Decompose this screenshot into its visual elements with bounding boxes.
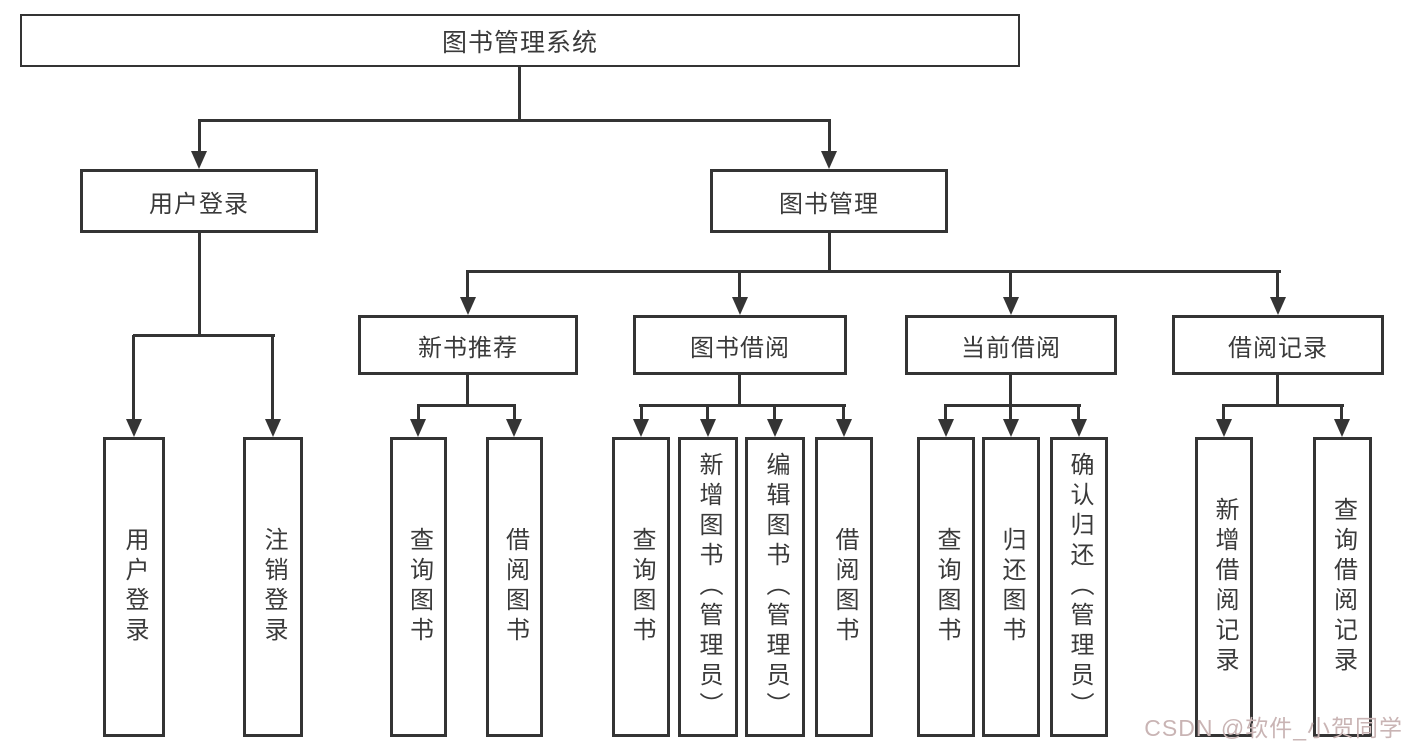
arrow-head [1003, 297, 1019, 315]
connector-line [1276, 374, 1279, 406]
connector-line [828, 120, 831, 152]
leaf-label: 编辑图书（管理员） [762, 452, 789, 722]
leaf-label: 归还图书 [998, 527, 1025, 647]
arrow-head [633, 419, 649, 437]
arrow-head [191, 151, 207, 169]
leaf-query-borrow-record: 查询借阅记录 [1313, 437, 1372, 737]
connector-line [1009, 374, 1012, 406]
connector-line [466, 270, 1281, 273]
leaf-label: 查询图书 [933, 527, 960, 647]
node-label: 借阅记录 [1228, 334, 1328, 362]
connector-line [706, 405, 709, 421]
connector-line [1222, 404, 1344, 407]
node-label: 用户登录 [149, 190, 249, 218]
connector-line [518, 67, 521, 121]
arrow-head [265, 419, 281, 437]
connector-line [1009, 405, 1012, 421]
arrow-head [1270, 297, 1286, 315]
leaf-label: 用户登录 [121, 527, 148, 647]
root-node-book-management-system: 图书管理系统 [20, 14, 1020, 67]
node-label: 图书借阅 [690, 334, 790, 362]
connector-line [1222, 405, 1225, 421]
connector-line [271, 335, 274, 421]
arrow-head [1216, 419, 1232, 437]
arrow-head [767, 419, 783, 437]
connector-line [417, 404, 516, 407]
connector-line [198, 231, 201, 336]
leaf-label: 注销登录 [260, 527, 287, 647]
connector-line [132, 335, 135, 421]
connector-line [1077, 405, 1080, 421]
connector-line [513, 405, 516, 421]
leaf-label: 查询图书 [405, 527, 433, 647]
arrow-head [938, 419, 954, 437]
leaf-logout: 注销登录 [243, 437, 303, 737]
connector-line [944, 404, 1081, 407]
leaf-add-book-admin: 新增图书（管理员） [678, 437, 738, 737]
csdn-watermark: CSDN @软件_小贺同学 [1144, 715, 1403, 741]
node-book-borrowing: 图书借阅 [633, 315, 847, 375]
arrow-head [410, 419, 426, 437]
node-label: 当前借阅 [961, 334, 1061, 362]
connector-line [198, 120, 201, 152]
node-borrowing-records: 借阅记录 [1172, 315, 1384, 375]
leaf-label: 借阅图书 [501, 527, 529, 647]
node-current-borrowing: 当前借阅 [905, 315, 1117, 375]
leaf-query-books: 查询图书 [390, 437, 447, 737]
connector-line [1340, 405, 1343, 421]
connector-line [466, 374, 469, 406]
leaf-query-books-2: 查询图书 [612, 437, 670, 737]
node-book-management: 图书管理 [710, 169, 948, 233]
leaf-edit-book-admin: 编辑图书（管理员） [745, 437, 805, 737]
connector-line [640, 405, 643, 421]
connector-line [198, 119, 831, 122]
connector-line [842, 405, 845, 421]
leaf-query-books-3: 查询图书 [917, 437, 975, 737]
arrow-head [126, 419, 142, 437]
node-label: 新书推荐 [418, 334, 518, 362]
node-new-book-recommend: 新书推荐 [358, 315, 578, 375]
root-node-label: 图书管理系统 [441, 28, 598, 57]
leaf-add-borrow-record: 新增借阅记录 [1195, 437, 1253, 737]
arrow-head [836, 419, 852, 437]
leaf-return-book: 归还图书 [982, 437, 1040, 737]
leaf-user-login: 用户登录 [103, 437, 165, 737]
connector-line [1276, 272, 1279, 298]
connector-line [466, 272, 469, 298]
leaf-label: 确认归还（管理员） [1066, 452, 1093, 722]
leaf-label: 新增图书（管理员） [695, 452, 722, 722]
node-label: 图书管理 [779, 190, 879, 218]
connector-line [773, 405, 776, 421]
leaf-label: 借阅图书 [831, 527, 858, 647]
arrow-head [506, 419, 522, 437]
leaf-borrow-books-2: 借阅图书 [815, 437, 873, 737]
connector-line [738, 374, 741, 406]
leaf-label: 查询图书 [628, 527, 655, 647]
leaf-confirm-return-admin: 确认归还（管理员） [1050, 437, 1108, 737]
arrow-head [821, 151, 837, 169]
arrow-head [700, 419, 716, 437]
connector-line [828, 231, 831, 273]
arrow-head [1003, 419, 1019, 437]
connector-line [944, 405, 947, 421]
connector-line [1009, 272, 1012, 298]
connector-line [417, 405, 420, 421]
leaf-label: 查询借阅记录 [1329, 497, 1357, 677]
leaf-label: 新增借阅记录 [1211, 497, 1238, 677]
arrow-head [460, 297, 476, 315]
arrow-head [1334, 419, 1350, 437]
arrow-head [732, 297, 748, 315]
connector-line [133, 334, 275, 337]
connector-line [738, 272, 741, 298]
leaf-borrow-books: 借阅图书 [486, 437, 543, 737]
node-user-login: 用户登录 [80, 169, 318, 233]
connector-line [639, 404, 846, 407]
arrow-head [1071, 419, 1087, 437]
